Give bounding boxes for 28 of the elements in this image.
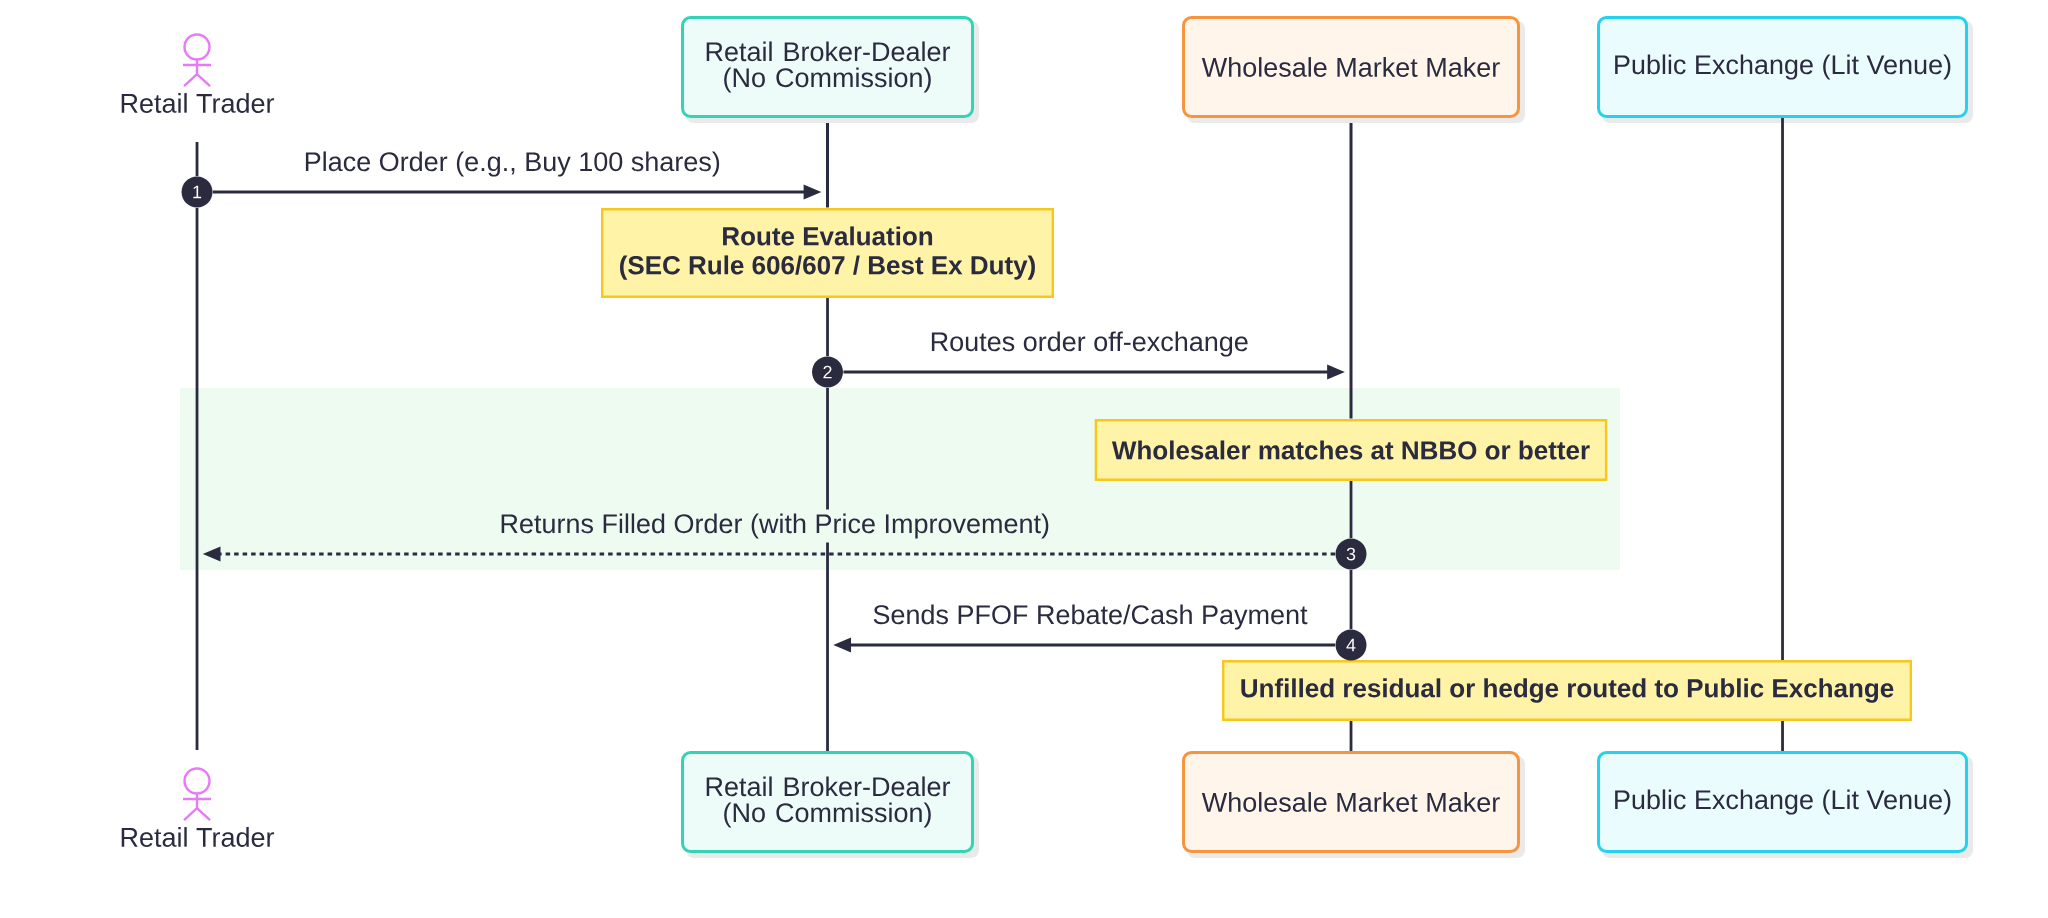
- sequence-number: 3: [1335, 538, 1367, 570]
- lifeline: [1781, 721, 1784, 751]
- lifeline: [1781, 118, 1784, 660]
- lifeline: [1349, 569, 1353, 630]
- sequence-number: 1: [181, 176, 213, 208]
- message-label: Sends PFOF Rebate/Cash Payment: [868, 600, 1312, 634]
- lifeline: [826, 387, 829, 751]
- participant-box: Public Exchange (Lit Venue): [1597, 751, 1973, 858]
- lifeline: [195, 207, 199, 750]
- lifeline: [1349, 721, 1353, 751]
- participant-box: Wholesale Market Maker: [1182, 751, 1525, 858]
- note-box: Route Evaluation (SEC Rule 606/607 / Best Ex Duty): [601, 208, 1054, 298]
- message-label: Returns Filled Order (with Price Improvement): [495, 509, 1055, 543]
- participant-box: Retail Broker-Dealer (No Commission): [681, 16, 979, 123]
- participant-box: Public Exchange (Lit Venue): [1597, 16, 1973, 123]
- message-label: Routes order off-exchange: [925, 327, 1253, 361]
- lifeline: [195, 142, 199, 177]
- message-label: Place Order (e.g., Buy 100 shares): [299, 147, 725, 181]
- actor-label: Retail Trader: [121, 827, 275, 847]
- sequence-number: 2: [812, 356, 843, 388]
- actor-label: Retail Trader: [121, 93, 275, 113]
- participant-box: Retail Broker-Dealer (No Commission): [681, 751, 979, 858]
- note-box: Unfilled residual or hedge routed to Public Exchange: [1222, 660, 1912, 721]
- sequence-number: 4: [1335, 629, 1367, 661]
- lifeline: [826, 298, 829, 357]
- note-box: Wholesaler matches at NBBO or better: [1094, 419, 1608, 481]
- lifeline: [1349, 481, 1353, 539]
- participant-box: Wholesale Market Maker: [1182, 16, 1525, 123]
